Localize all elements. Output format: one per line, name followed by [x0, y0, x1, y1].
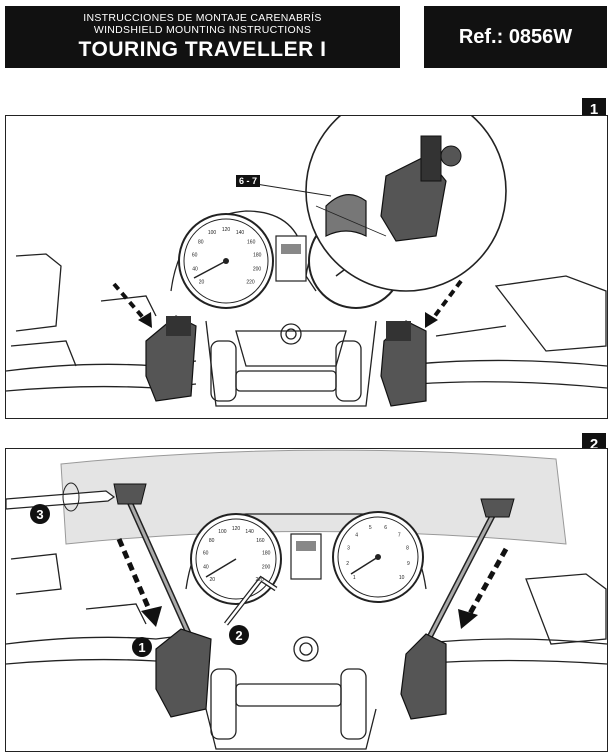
tacho-tick-label: 10 — [399, 575, 405, 581]
speedo-tick-label: 40 — [203, 565, 209, 571]
speedo-tick-label: 120 — [232, 526, 241, 532]
right-clamp — [380, 320, 427, 407]
speedo-tick-label: 220 — [256, 577, 265, 583]
speedo-tick-label: 80 — [209, 538, 215, 544]
tacho-tick-label: 6 — [384, 525, 387, 531]
title-english: WINDSHIELD MOUNTING INSTRUCTIONS — [93, 24, 312, 36]
speedometer-dial — [178, 213, 274, 309]
step-1-number: 1 — [582, 98, 606, 120]
callout-step-1: 1 — [132, 637, 152, 657]
speedo-tick-label: 60 — [192, 252, 198, 258]
speedo-tick-label: 220 — [246, 280, 255, 286]
speedo-tick-label: 160 — [247, 239, 256, 245]
title-block: INSTRUCCIONES DE MONTAJE CARENABRÍS WIND… — [5, 6, 400, 68]
speedo-tick-label: 200 — [253, 267, 262, 273]
speedo-tick-label: 160 — [256, 538, 265, 544]
speedo-tick-label: 20 — [199, 280, 205, 286]
tacho-tick-label: 2 — [346, 561, 349, 567]
speedo-tick-label: 100 — [208, 230, 217, 236]
model-name: TOURING TRAVELLER I — [78, 38, 327, 61]
callout-parts-6-7: 6 - 7 — [236, 175, 261, 187]
speedo-tick-label: 200 — [262, 565, 271, 571]
speedo-tick-label: 120 — [222, 227, 231, 233]
speedo-tick-label: 180 — [262, 551, 271, 557]
detail-zoom-circle — [255, 116, 507, 292]
speedo-tick-label: 60 — [203, 551, 209, 557]
callout-step-3: 3 — [30, 504, 50, 524]
speedo-tick-label: 140 — [245, 529, 254, 535]
tacho-tick-label: 9 — [407, 561, 410, 567]
speedo-tick-label: 40 — [192, 267, 198, 273]
tacho-tick-label: 4 — [355, 533, 358, 539]
speedo-tick-label: 140 — [236, 230, 245, 236]
speedo-tick-label: 20 — [210, 577, 216, 583]
speedo-tick-label: 100 — [218, 529, 227, 535]
tacho-tick-label: 5 — [369, 525, 372, 531]
speedo-tick-label: 80 — [198, 239, 204, 245]
speedo-tick-label: 180 — [253, 252, 262, 258]
tacho-tick-label: 8 — [406, 546, 409, 552]
tacho-tick-label: 3 — [347, 546, 350, 552]
title-spanish: INSTRUCCIONES DE MONTAJE CARENABRÍS — [83, 12, 322, 24]
tacho-tick-label: 1 — [353, 575, 356, 581]
tacho-tick-label: 7 — [398, 533, 401, 539]
reference-badge: Ref.: 0856W — [424, 6, 607, 68]
callout-step-2: 2 — [229, 625, 249, 645]
tachometer-dial — [332, 511, 424, 603]
left-clamp — [145, 315, 197, 402]
